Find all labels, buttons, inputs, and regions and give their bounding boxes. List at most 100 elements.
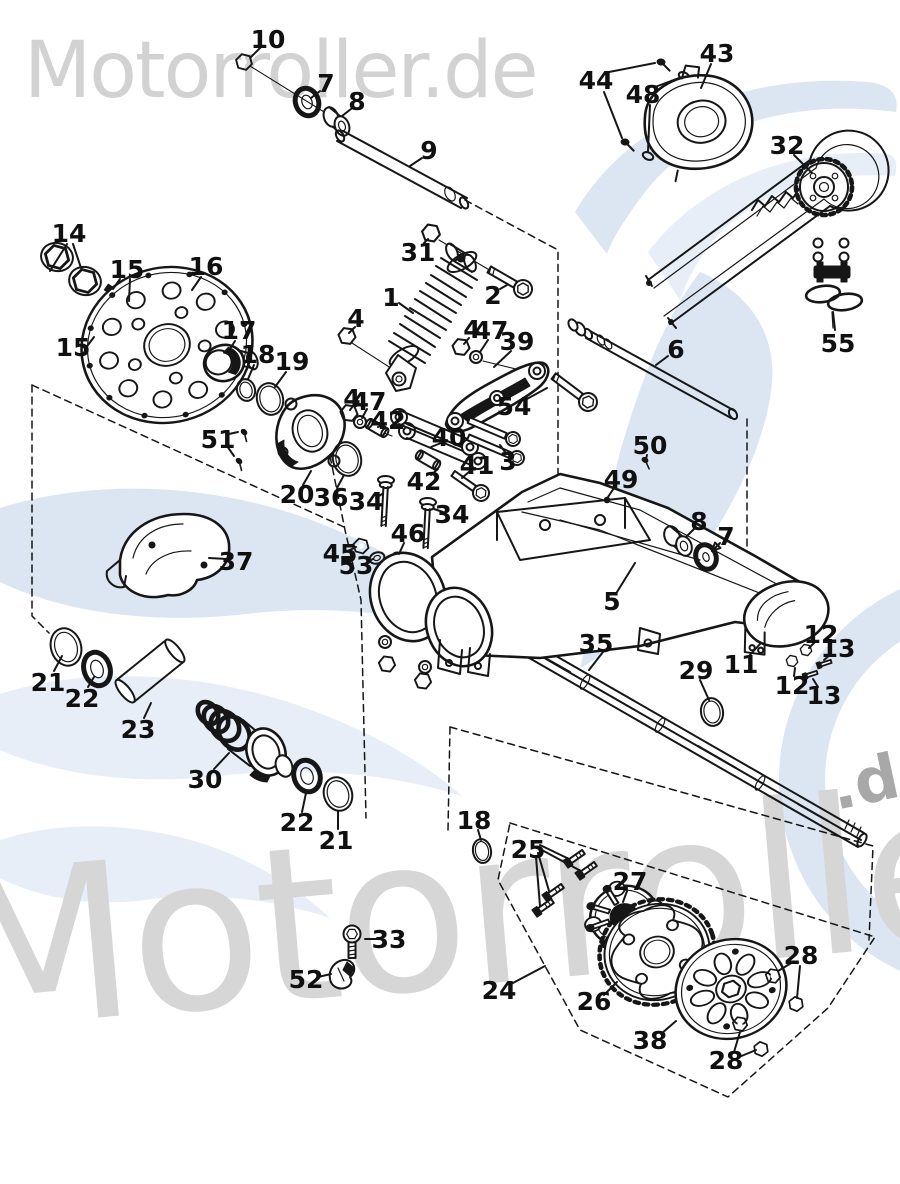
part-label-24: 24: [482, 976, 517, 1005]
leader-line-22: [87, 676, 95, 688]
part-18-oring: [235, 378, 257, 402]
leader-line-16: [191, 276, 202, 291]
leader-line-3: [499, 444, 506, 453]
leader-line-24: [510, 965, 546, 985]
leader-line-13: [823, 653, 832, 661]
part-label-29: 29: [679, 656, 714, 685]
swoosh-graphics: [0, 80, 900, 971]
part-label-11: 11: [724, 650, 759, 679]
leader-line-51: [226, 445, 235, 457]
part-label-9: 9: [420, 136, 437, 165]
axis-lines: [249, 65, 521, 437]
part-1-shock-absorber: [385, 242, 478, 392]
leader-line-52: [317, 973, 332, 978]
leader-line-25: [535, 856, 541, 907]
part-55-chain-link: [804, 237, 864, 329]
leader-line-36: [336, 474, 345, 489]
leader-line-46: [398, 542, 405, 555]
part-14-axle-nuts: [40, 241, 102, 297]
part-label-47: 47: [352, 387, 387, 416]
leader-line-12: [793, 667, 796, 677]
part-label-54: 54: [497, 392, 532, 421]
part-label-52: 52: [289, 965, 324, 994]
leader-line-50: [645, 454, 648, 460]
part-label-22: 22: [280, 808, 315, 837]
part-19-oring: [255, 382, 285, 416]
leader-line-48: [647, 104, 651, 152]
part-label-18: 18: [241, 340, 276, 369]
part-label-50: 50: [633, 431, 668, 460]
part-label-47: 47: [474, 316, 509, 345]
leader-line-26: [603, 981, 618, 996]
part-label-39: 39: [500, 327, 535, 356]
leader-line-51: [228, 431, 239, 435]
leader-line-15: [112, 278, 121, 290]
part-9-shaft-tube: [334, 129, 470, 210]
part-label-33: 33: [372, 925, 407, 954]
leader-line-20: [302, 470, 312, 486]
leader-line-7: [310, 90, 321, 99]
part-label-42: 42: [371, 406, 406, 435]
part-label-8: 8: [690, 507, 707, 536]
part-label-16: 16: [189, 252, 224, 281]
part-4-47-42-cluster-c: [339, 404, 390, 439]
part-label-22: 22: [65, 684, 100, 713]
leader-line-44: [603, 91, 623, 139]
part-label-42: 42: [407, 467, 442, 496]
leader-line-18: [477, 829, 482, 841]
leader-line-21: [53, 655, 63, 672]
leader-line-11: [748, 643, 761, 657]
part-label-31: 31: [401, 238, 436, 267]
watermark-top: Motorroller.de: [24, 26, 537, 116]
leader-line-15: [84, 336, 95, 350]
leader-line-28: [796, 965, 801, 999]
leader-line-17: [227, 340, 236, 353]
part-7-seal-right: [693, 542, 719, 572]
part-label-10: 10: [251, 25, 286, 54]
leader-line-8: [341, 108, 352, 117]
leader-line-6: [655, 355, 669, 366]
part-label-2: 2: [484, 281, 501, 310]
leader-line-31: [423, 238, 429, 244]
part-33-bolt: [342, 924, 362, 959]
leader-line-47: [361, 408, 368, 419]
part-23-spacer-tube: [114, 638, 186, 704]
part-label-34: 34: [349, 487, 384, 516]
leader-line-40: [430, 442, 442, 448]
leader-line-37: [208, 557, 228, 560]
swoosh-left-band-3: [0, 826, 330, 918]
leader-line-39: [493, 350, 512, 368]
part-label-51: 51: [201, 425, 236, 454]
boundary-24: [497, 822, 876, 1098]
part-label-26: 26: [577, 987, 612, 1016]
part-16-brake-disc: [80, 265, 254, 425]
leader-line-32: [793, 154, 813, 174]
leader-line-34: [433, 508, 444, 513]
leader-line-30: [213, 752, 230, 770]
part-label-6: 6: [667, 335, 684, 364]
leader-line-27: [622, 890, 628, 903]
part-label-7: 7: [317, 69, 334, 98]
leader-line-19: [274, 371, 287, 388]
leader-line-44: [608, 62, 656, 73]
part-label-8: 8: [348, 87, 365, 116]
leader-line-18: [247, 364, 255, 380]
part-label-41: 41: [460, 451, 495, 480]
part-label-1: 1: [382, 283, 399, 312]
part-label-25: 25: [511, 835, 546, 864]
leader-arrowhead-7: [711, 541, 722, 552]
part-label-28: 28: [784, 941, 819, 970]
leader-line-42: [430, 468, 439, 476]
leader-line-25: [539, 844, 568, 859]
leader-line-15: [128, 278, 131, 302]
leader-line-49: [607, 487, 615, 498]
part-label-43: 43: [700, 39, 735, 68]
swoosh-right-ring: [779, 589, 900, 971]
part-label-38: 38: [633, 1026, 668, 1055]
part-54-bolt: [550, 372, 598, 412]
part-label-36: 36: [314, 483, 349, 512]
part-label-55: 55: [821, 329, 856, 358]
part-43-sprocket-cover: [643, 64, 754, 183]
part-6-rod: [567, 318, 739, 421]
